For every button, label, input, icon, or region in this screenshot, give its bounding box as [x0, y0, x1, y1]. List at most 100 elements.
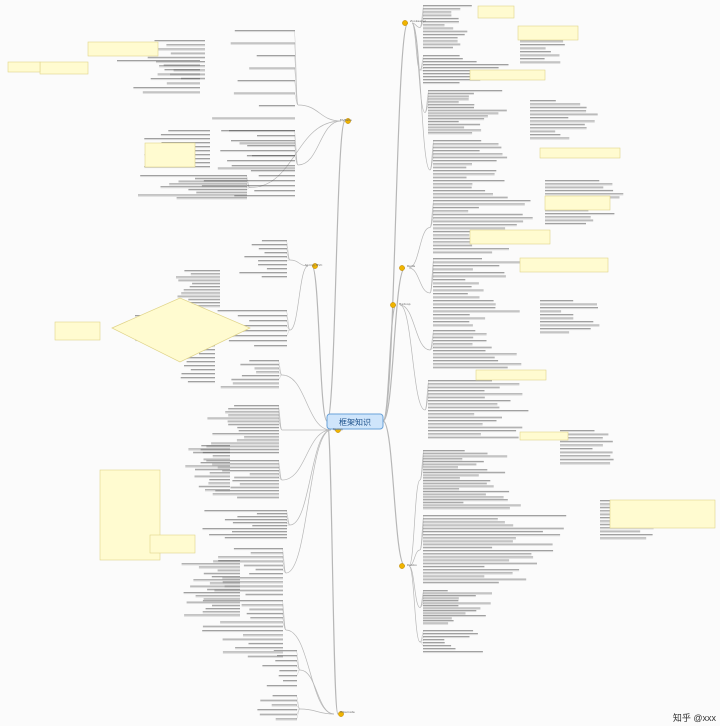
- right-leaf-line: [423, 67, 499, 69]
- right-leaf-line: [423, 595, 476, 597]
- far-left-leaf-line: [166, 82, 200, 84]
- right-leaf-line: [423, 24, 445, 26]
- sub-connector: [281, 429, 332, 481]
- far-right-leaf-line: [560, 458, 614, 460]
- left-leaf-line: [241, 604, 283, 606]
- far-left-leaf-line: [177, 295, 220, 297]
- leaf-connector: [419, 531, 425, 551]
- far-right-leaf-line: [600, 534, 653, 536]
- far-right-leaf-line: [545, 186, 604, 188]
- right-leaf-line: [423, 651, 483, 653]
- left-leaf-line: [261, 276, 287, 278]
- far-left-leaf-line: [185, 305, 220, 307]
- right-leaf-line: [423, 515, 567, 517]
- left-leaf-line: [222, 577, 283, 579]
- left-leaf-line: [206, 445, 279, 447]
- right-leaf-line: [433, 289, 484, 291]
- left-leaf-line: [202, 528, 287, 530]
- left-leaf-line: [249, 67, 295, 69]
- far-right-leaf-line: [560, 444, 603, 446]
- right-leaf-line: [433, 307, 496, 309]
- right-leaf-line: [433, 296, 480, 298]
- left-leaf-line: [235, 647, 283, 649]
- far-left-leaf-line: [176, 276, 220, 278]
- branch-marker-icon: [390, 302, 396, 308]
- branch-marker-icon: [399, 563, 405, 569]
- sub-connector: [408, 565, 421, 643]
- right-leaf-line: [433, 350, 486, 352]
- right-leaf-line: [428, 403, 498, 405]
- left-leaf-line: [160, 186, 247, 188]
- right-leaf-line: [423, 482, 487, 484]
- leaf-connector: [419, 603, 425, 608]
- left-leaf-line: [200, 448, 279, 450]
- far-left-leaf-line: [161, 142, 210, 144]
- far-right-leaf-line: [545, 216, 591, 218]
- left-leaf-line: [259, 713, 297, 715]
- far-left-leaf-line: [147, 56, 205, 58]
- right-leaf-line: [433, 353, 517, 355]
- left-leaf-line: [247, 145, 295, 147]
- left-leaf-line: [237, 426, 279, 428]
- right-leaf-line: [423, 14, 452, 16]
- left-leaf-line: [225, 411, 279, 413]
- right-note: [469, 69, 546, 81]
- right-leaf-line: [433, 196, 508, 198]
- far-left-leaf-line: [181, 563, 240, 565]
- far-left-leaf-line: [185, 465, 230, 467]
- left-leaf-line: [202, 630, 283, 632]
- right-leaf-line: [428, 118, 485, 120]
- left-leaf-line: [256, 371, 279, 373]
- far-left-leaf-line: [208, 482, 230, 484]
- right-leaf-line: [428, 126, 465, 128]
- central-topic[interactable]: 框架知识: [326, 413, 384, 430]
- left-leaf-line: [224, 585, 283, 587]
- right-leaf-line: [423, 524, 514, 526]
- left-leaf-line: [217, 167, 295, 169]
- left-leaf-line: [212, 463, 279, 465]
- far-left-leaf-line: [184, 365, 215, 367]
- left-leaf-line: [239, 272, 287, 274]
- far-left-leaf-line: [186, 361, 215, 363]
- right-leaf-line: [423, 485, 494, 487]
- leaf-connector: [293, 93, 299, 106]
- right-leaf-line: [423, 460, 484, 462]
- branch-marker-icon: [338, 711, 344, 717]
- right-leaf-line: [423, 527, 564, 529]
- left-leaf-line: [202, 625, 283, 627]
- right-leaf-line: [423, 46, 453, 48]
- right-leaf-line: [423, 27, 454, 29]
- left-leaf-line: [257, 135, 295, 137]
- sub-connector: [411, 22, 431, 171]
- right-leaf-line: [428, 393, 523, 395]
- left-leaf-line: [231, 140, 295, 142]
- left-leaf-line: [256, 513, 287, 515]
- far-left-leaf-line: [186, 601, 240, 603]
- right-leaf-line: [433, 166, 467, 168]
- right-leaf-line: [428, 98, 469, 100]
- right-leaf-line: [428, 413, 475, 415]
- right-leaf-line: [423, 537, 516, 539]
- left-leaf-line: [230, 42, 295, 44]
- right-leaf-line: [423, 633, 478, 635]
- far-left-leaf-line: [188, 448, 230, 450]
- far-left-leaf-line: [170, 52, 205, 54]
- right-leaf-line: [428, 106, 474, 108]
- right-leaf-line: [423, 490, 510, 492]
- left-leaf-line: [250, 552, 283, 554]
- left-leaf-line: [258, 264, 287, 266]
- right-leaf-line: [433, 282, 479, 284]
- right-leaf-line: [433, 261, 520, 263]
- far-left-leaf-line: [154, 40, 205, 42]
- far-right-leaf-line: [600, 537, 647, 539]
- left-leaf-line: [275, 718, 297, 720]
- left-leaf-line: [254, 345, 287, 347]
- far-left-leaf-line: [195, 468, 230, 470]
- right-leaf-line: [423, 607, 481, 609]
- left-leaf-line: [244, 436, 279, 438]
- right-leaf-line: [433, 346, 492, 348]
- far-right-leaf-line: [545, 189, 614, 191]
- right-leaf-line: [433, 286, 472, 288]
- left-leaf-line: [224, 519, 287, 521]
